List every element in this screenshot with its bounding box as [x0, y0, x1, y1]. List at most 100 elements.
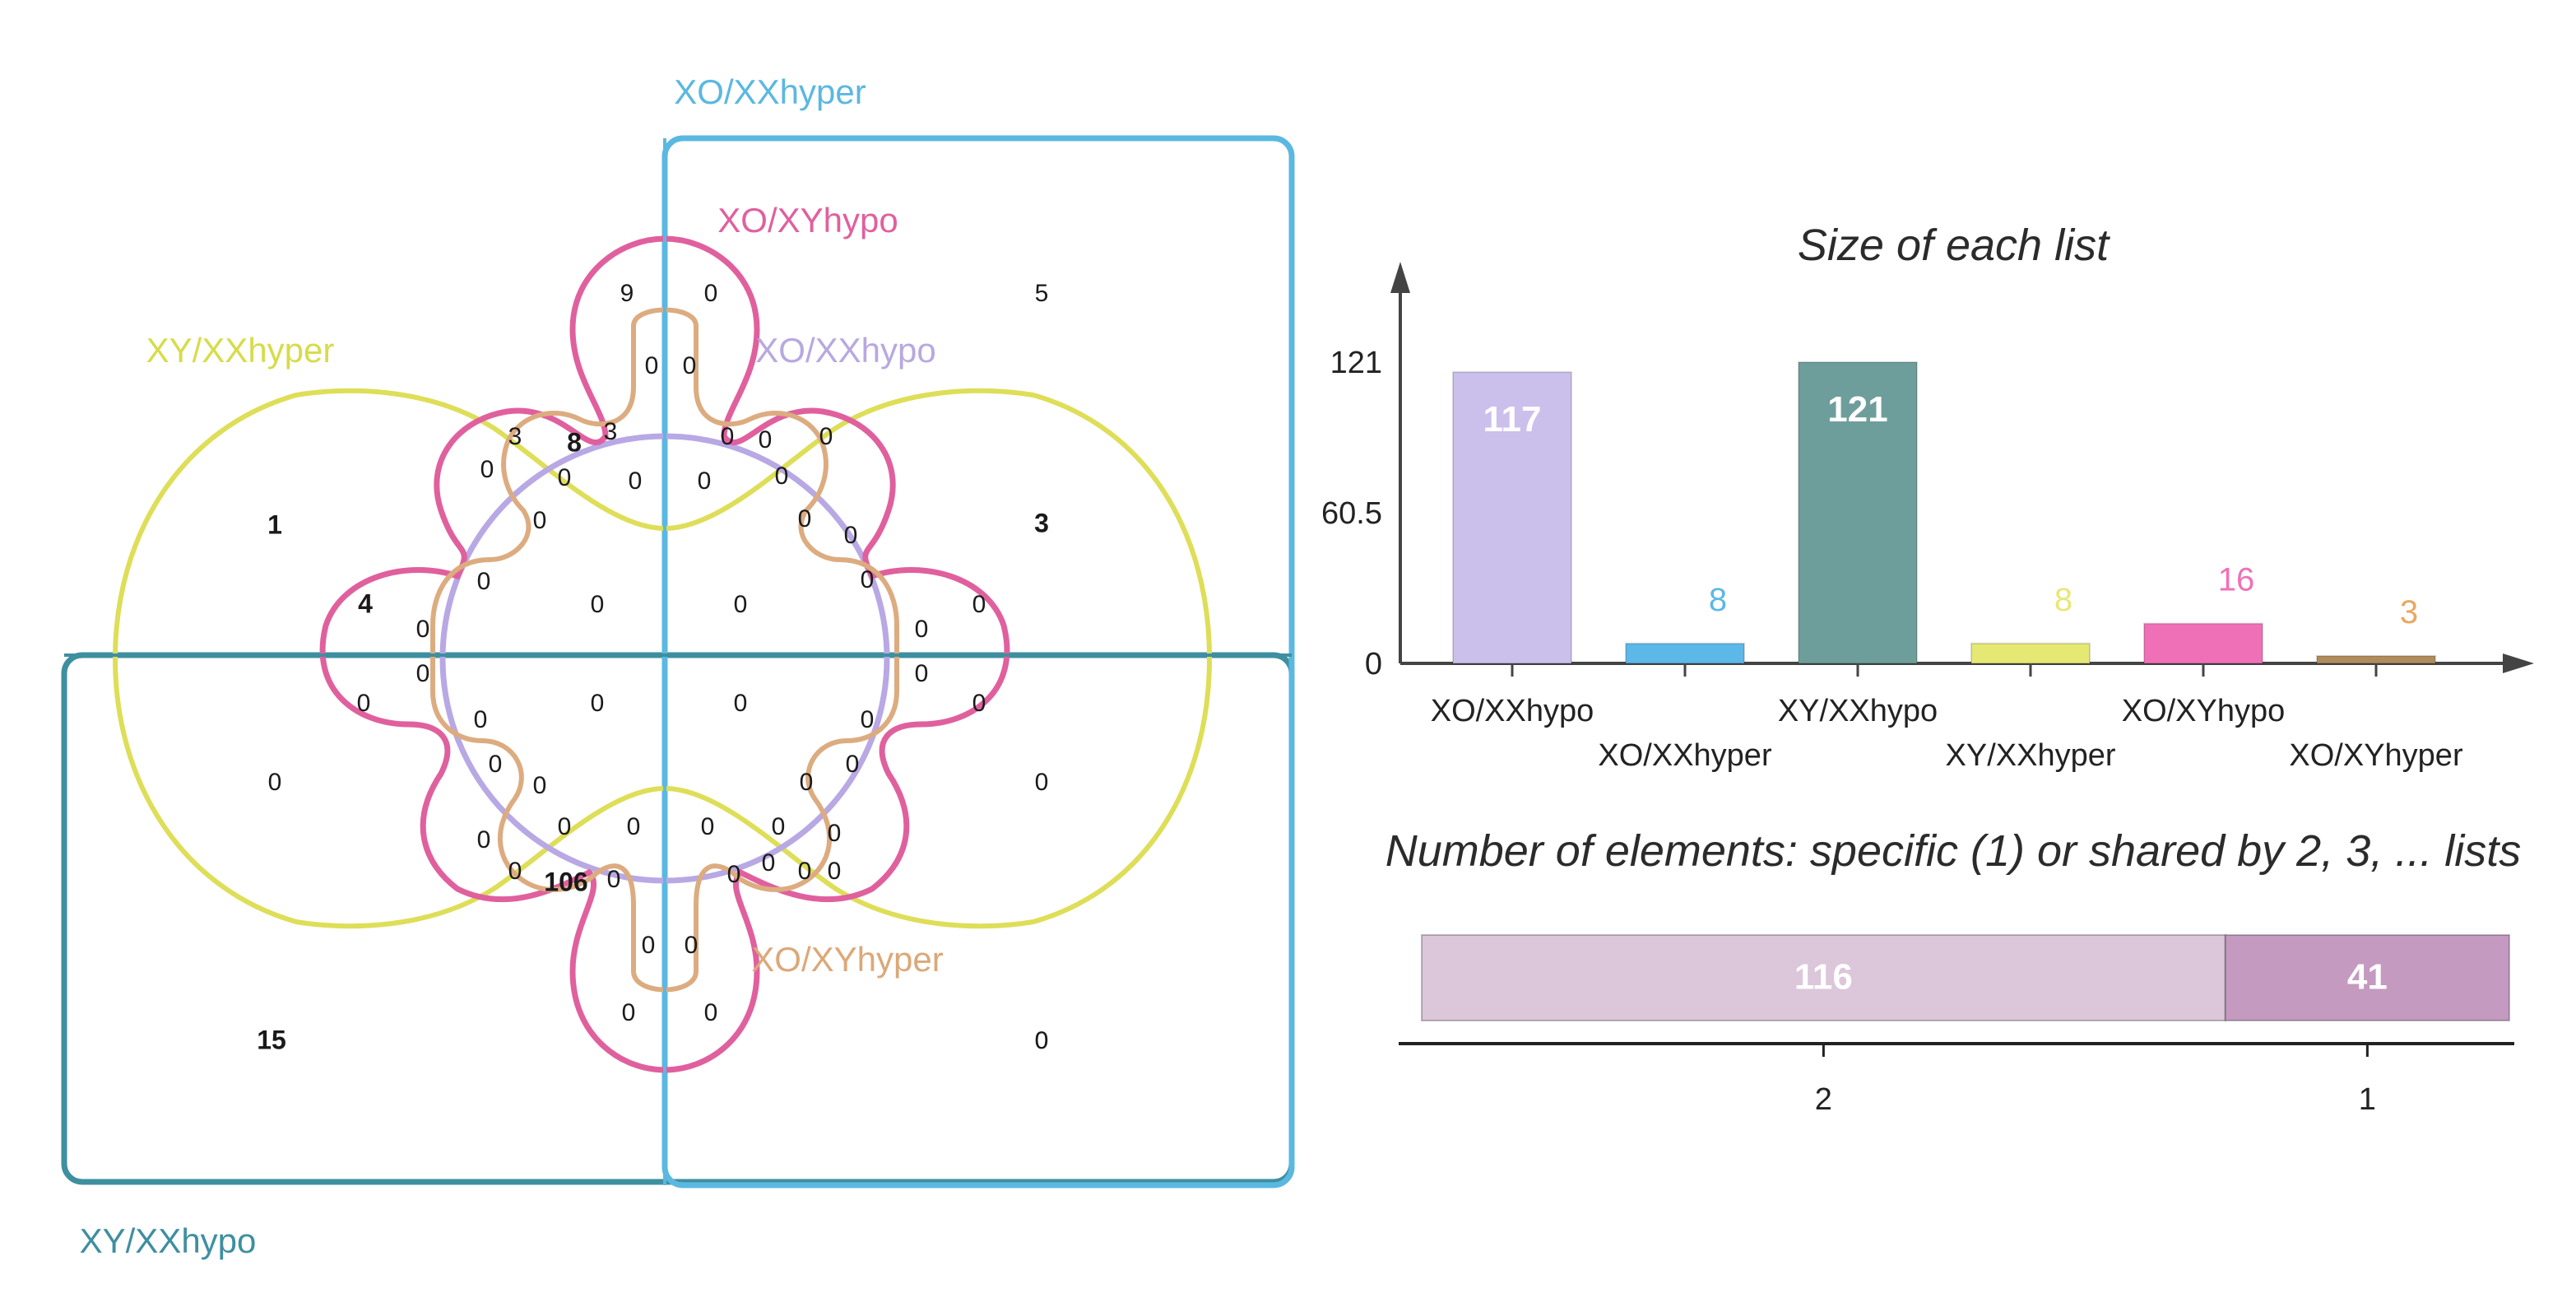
region-count: 0 [558, 813, 572, 840]
bar-value-label: 8 [2054, 582, 2072, 618]
region-count: 0 [558, 464, 572, 491]
region-count: 0 [480, 456, 494, 483]
venn-diagram: XO/XXhyper XO/XYhypo XO/XXhypo XY/XXhype… [61, 72, 1295, 1260]
shared-value-label: 41 [2347, 957, 2388, 998]
set-label-xo-xxhypo: XO/XXhypo [755, 331, 935, 370]
region-count: 0 [642, 932, 656, 959]
region-count: 0 [734, 690, 748, 717]
region-count: 3 [1034, 508, 1049, 537]
region-count: 0 [798, 858, 812, 885]
region-count: 0 [1035, 1027, 1049, 1054]
bar [1452, 371, 1572, 664]
shared-elements-chart: Number of elements: specific (1) or shar… [1385, 826, 2522, 1117]
region-count: 0 [489, 751, 503, 778]
region-count: 0 [629, 467, 643, 495]
set-label-xy-xxhypo: XY/XXhypo [80, 1221, 257, 1260]
category-label: XO/XXhypo [1431, 694, 1594, 728]
region-count: 0 [477, 568, 491, 595]
region-count: 0 [798, 505, 812, 533]
bar-value-label: 16 [2218, 562, 2255, 598]
region-count: 1 [267, 509, 282, 539]
set-label-xo-xyhypo: XO/XYhypo [717, 201, 898, 240]
category-label: XO/XXhyper [1598, 738, 1772, 773]
shared-category-label: 1 [2359, 1082, 2376, 1117]
region-count: 0 [800, 769, 814, 796]
region-count: 3 [604, 418, 618, 445]
region-count: 0 [591, 591, 605, 618]
region-count: 0 [828, 858, 842, 885]
venn-region-counts: 9 0 5 0 0 3 8 3 0 0 0 0 0 0 0 1 0 0 0 0 … [257, 280, 1049, 1055]
set-label-xo-xyhyper: XO/XYhyper [751, 940, 943, 979]
region-count: 0 [268, 769, 282, 796]
region-count: 3 [508, 423, 522, 450]
region-count: 0 [972, 690, 986, 717]
category-label: XO/XYhyper [2289, 738, 2463, 773]
category-labels: XO/XXhypoXO/XXhyperXY/XXhypoXY/XXhyperXO… [1431, 663, 2463, 773]
region-count: 0 [477, 826, 491, 853]
region-count: 0 [727, 861, 741, 888]
bar-value-label: 117 [1483, 399, 1542, 440]
bar [1625, 642, 1745, 664]
region-count: 0 [416, 660, 430, 687]
region-count: 0 [828, 820, 842, 847]
bar [1798, 361, 1918, 664]
shared-bar-segment [2224, 934, 2511, 1021]
region-count: 8 [567, 427, 582, 457]
region-count: 15 [257, 1025, 286, 1054]
set-shape-xo-xyhyper [430, 307, 899, 993]
shared-category-label: 2 [1815, 1082, 1832, 1117]
region-count: 0 [972, 591, 986, 618]
region-count: 0 [915, 660, 929, 687]
region-count: 0 [846, 751, 860, 778]
region-count: 0 [622, 999, 636, 1026]
region-count: 0 [734, 591, 748, 618]
region-count: 0 [762, 849, 776, 877]
region-count: 0 [844, 522, 858, 549]
category-label: XY/XXhyper [1946, 738, 2116, 773]
bar-value-label: 121 [1827, 389, 1887, 430]
region-count: 0 [1035, 769, 1049, 796]
chart-title: Number of elements: specific (1) or shar… [1385, 826, 2522, 876]
region-count: 0 [772, 813, 786, 840]
region-count: 0 [645, 352, 659, 379]
region-count: 0 [861, 706, 875, 733]
region-count: 0 [591, 690, 605, 717]
bar-value-labels: 117 8 121 8 16 3 [1483, 389, 2419, 630]
region-count: 0 [533, 772, 547, 799]
region-count: 0 [533, 507, 547, 534]
bars [1452, 361, 2436, 665]
region-count: 0 [508, 858, 522, 885]
bar [2316, 654, 2436, 664]
region-count: 0 [607, 866, 621, 893]
region-count: 4 [358, 588, 373, 618]
region-count: 0 [357, 690, 371, 717]
region-count: 5 [1035, 280, 1049, 307]
region-count: 0 [1035, 1027, 1049, 1054]
y-tick-label: 121 [1330, 346, 1382, 380]
region-count: 0 [416, 616, 430, 643]
region-count: 0 [721, 423, 735, 450]
region-count: 0 [759, 426, 773, 453]
region-count: 0 [683, 352, 697, 379]
region-count: 0 [698, 467, 712, 495]
region-count: 106 [544, 867, 587, 896]
region-count: 0 [474, 706, 488, 733]
region-count: 0 [915, 616, 929, 643]
shared-bar-segment [1421, 934, 2226, 1021]
set-shape-xo-xxhyper [661, 135, 1295, 1188]
shared-bars: 116 41 [1421, 934, 2511, 1021]
bar-value-label: 8 [1709, 582, 1727, 618]
region-count: 0 [627, 813, 641, 840]
bar [1970, 642, 2091, 664]
x-axis-arrow [2503, 653, 2534, 673]
shared-value-label: 116 [1794, 957, 1853, 998]
y-axis-arrow [1390, 262, 1410, 293]
set-shape-xy-xxhypo [61, 652, 1295, 1185]
y-tick-label: 60.5 [1321, 496, 1382, 531]
category-label: XO/XYhypo [2122, 694, 2286, 728]
bar-value-label: 3 [2400, 594, 2418, 630]
